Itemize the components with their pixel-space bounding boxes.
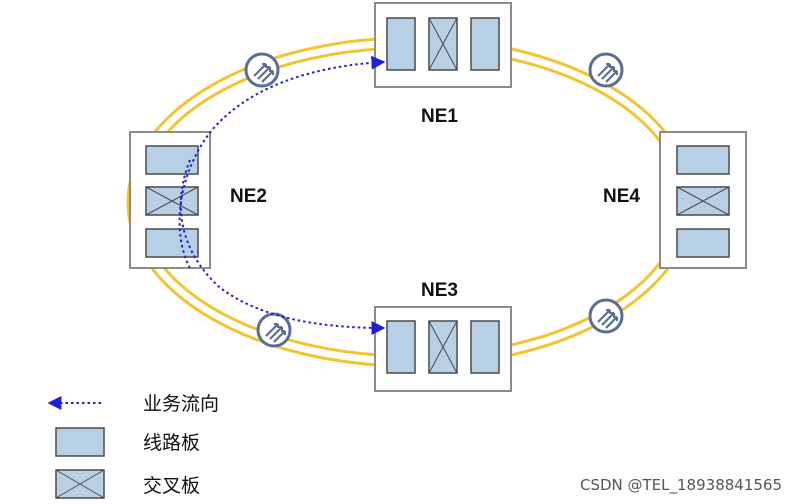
network-element-ne3[interactable] xyxy=(374,306,512,392)
line-board xyxy=(470,17,500,71)
line-board xyxy=(386,320,416,374)
legend-label-line-board: 线路板 xyxy=(143,432,200,454)
network-element-ne4[interactable] xyxy=(659,131,747,269)
network-element-ne1[interactable] xyxy=(374,2,512,88)
service-flow-arrow-ne2-to-ne3 xyxy=(179,159,386,335)
service-flow-arrow-ne2-to-ne1 xyxy=(178,55,386,269)
cross-board xyxy=(145,186,199,216)
cross-board-swatch xyxy=(55,469,105,499)
ne1-label: NE1 xyxy=(421,106,458,127)
legend-label-service-flow: 业务流向 xyxy=(143,393,219,415)
watermark: CSDN @TEL_18938841565 xyxy=(580,476,782,495)
cross-board xyxy=(428,17,458,71)
legend-item-service-flow: 业务流向 xyxy=(47,393,219,415)
amplifier-icon xyxy=(588,52,624,88)
amplifier-icon xyxy=(244,52,280,88)
line-board xyxy=(386,17,416,71)
ne3-label: NE3 xyxy=(421,280,458,301)
legend-item-line-board: 线路板 xyxy=(55,427,200,457)
amplifier-icon xyxy=(256,312,292,348)
line-board xyxy=(676,228,730,258)
ne4-label: NE4 xyxy=(603,186,640,207)
line-board xyxy=(676,145,730,175)
amplifier-icon xyxy=(588,298,624,334)
legend: 业务流向 线路板 交叉板 xyxy=(47,393,219,499)
ne2-label: NE2 xyxy=(230,186,267,207)
cross-board xyxy=(676,186,730,216)
cross-board xyxy=(428,320,458,374)
legend-label-cross-board: 交叉板 xyxy=(143,475,200,497)
line-board xyxy=(470,320,500,374)
line-board xyxy=(145,228,199,258)
legend-item-cross-board: 交叉板 xyxy=(55,469,200,499)
line-board-swatch xyxy=(55,427,105,457)
network-element-ne2[interactable] xyxy=(129,131,211,269)
